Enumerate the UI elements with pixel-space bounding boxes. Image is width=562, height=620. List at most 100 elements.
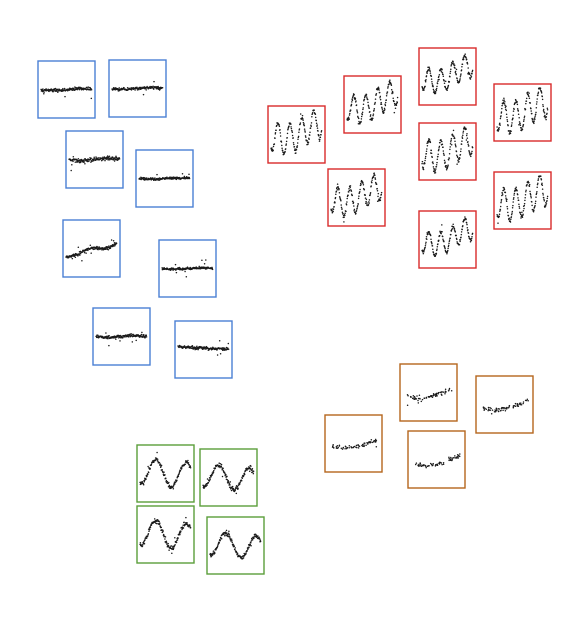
data-point: [502, 407, 504, 410]
data-point: [427, 395, 430, 398]
data-point: [160, 526, 163, 529]
cluster-blue: [37, 59, 233, 379]
data-point: [187, 459, 189, 462]
data-point: [161, 87, 164, 89]
data-point: [385, 95, 388, 97]
data-point: [124, 336, 126, 338]
data-point: [181, 173, 184, 175]
data-point: [241, 477, 244, 479]
data-point: [456, 154, 458, 156]
data-point: [530, 107, 532, 110]
data-point: [225, 529, 228, 532]
data-point: [158, 520, 160, 523]
data-point: [453, 135, 455, 138]
data-point: [516, 190, 518, 192]
data-point: [378, 89, 380, 91]
data-point: [302, 119, 304, 121]
data-point: [319, 138, 321, 141]
data-point: [430, 238, 432, 240]
data-point: [511, 122, 513, 124]
data-point: [506, 120, 509, 123]
data-point: [361, 443, 364, 446]
data-point: [433, 167, 435, 170]
panel-frame: [199, 448, 258, 507]
data-point: [318, 140, 321, 142]
data-point: [358, 445, 361, 447]
data-point: [439, 141, 441, 144]
data-point: [507, 406, 510, 409]
data-point: [510, 213, 513, 216]
data-point: [460, 73, 462, 75]
data-point: [461, 140, 463, 142]
data-point: [348, 445, 351, 447]
data-point: [469, 78, 472, 80]
data-point: [498, 127, 500, 129]
data-point: [454, 70, 457, 73]
data-point: [522, 402, 524, 405]
data-point: [533, 117, 536, 119]
data-point: [471, 235, 473, 238]
data-point: [541, 188, 544, 190]
data-point: [229, 487, 232, 490]
data-point: [438, 73, 441, 76]
data-point: [77, 246, 80, 248]
data-point: [436, 245, 439, 248]
data-point: [451, 227, 454, 230]
data-point: [352, 95, 354, 98]
data-point: [332, 447, 335, 449]
data-point: [165, 477, 167, 479]
data-point: [258, 536, 260, 539]
data-point: [157, 460, 159, 463]
data-point: [436, 392, 438, 395]
data-point: [520, 127, 523, 129]
data-point: [340, 447, 343, 450]
data-point: [441, 231, 443, 233]
data-point: [380, 193, 383, 196]
data-point: [509, 221, 512, 223]
data-point: [470, 239, 473, 242]
data-point: [185, 276, 188, 278]
data-point: [302, 117, 304, 120]
data-point: [504, 191, 507, 194]
data-point: [313, 109, 315, 111]
data-point: [529, 102, 532, 104]
data-point: [379, 196, 382, 199]
data-point: [362, 445, 364, 447]
data-point: [453, 137, 456, 140]
data-point: [75, 87, 78, 89]
data-point: [347, 194, 349, 196]
data-point: [419, 462, 422, 465]
data-point: [158, 523, 161, 526]
data-point: [424, 246, 426, 249]
data-point: [436, 395, 438, 397]
data-point: [452, 61, 454, 63]
data-point: [220, 538, 223, 540]
data-point: [355, 209, 358, 212]
data-point: [346, 195, 349, 198]
data-point: [292, 137, 294, 139]
data-point: [541, 95, 544, 98]
data-point: [319, 136, 322, 139]
data-point: [74, 256, 77, 258]
data-point: [445, 166, 447, 169]
data-point: [141, 331, 143, 334]
data-point: [422, 252, 425, 255]
data-point: [429, 70, 431, 72]
data-point: [357, 117, 360, 120]
data-point: [145, 89, 147, 91]
data-point: [425, 235, 428, 238]
data-point: [159, 522, 161, 524]
data-point: [374, 103, 376, 105]
data-point: [533, 120, 535, 122]
data-point: [432, 394, 434, 397]
data-point: [528, 183, 531, 186]
data-point: [122, 336, 124, 339]
data-point: [499, 209, 502, 211]
data-point: [175, 541, 178, 544]
data-point: [340, 206, 343, 209]
data-point: [348, 114, 351, 116]
data-point: [454, 231, 457, 233]
data-point: [530, 195, 532, 197]
data-point: [459, 150, 462, 153]
data-point: [153, 461, 155, 464]
